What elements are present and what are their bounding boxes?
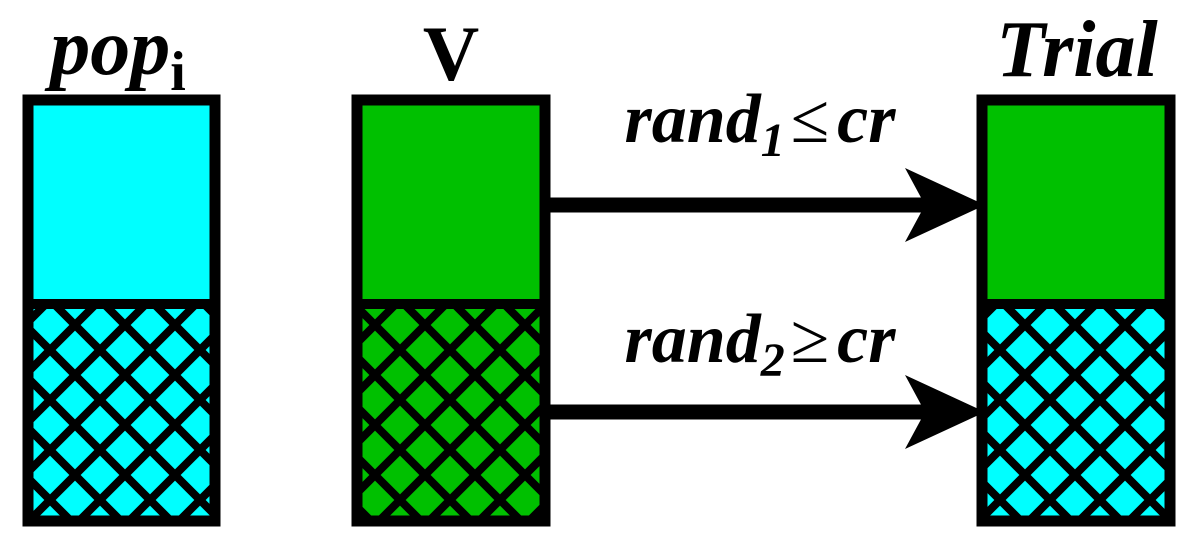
cond1-base: rand — [625, 81, 762, 158]
top-arrow — [550, 168, 985, 242]
pop-i-top-cell — [28, 100, 215, 302]
v-outline — [351, 94, 551, 527]
pop-i-label: popi — [44, 4, 186, 103]
pop-label-base: pop — [44, 4, 170, 92]
v-vector: V — [351, 10, 551, 527]
cond1-operator: ≤ — [791, 81, 829, 158]
top-arrow-head — [905, 168, 985, 242]
trial-label: Trial — [996, 6, 1158, 94]
bottom-arrow-head — [905, 375, 985, 449]
cond2-rhs: cr — [837, 301, 896, 378]
condition-1-label: rand1≤cr — [625, 81, 897, 167]
trial-top-cell — [982, 100, 1170, 302]
cond2-subscript: 2 — [760, 334, 785, 387]
trial-bottom-hatch — [982, 306, 1170, 521]
cond1-rhs: cr — [837, 81, 896, 158]
pop-i-bottom-hatch — [28, 306, 215, 521]
trial-outline — [976, 94, 1176, 527]
v-label: V — [423, 10, 479, 97]
condition-2-label: rand2≥cr — [625, 301, 897, 387]
v-top-cell — [357, 100, 545, 302]
bottom-arrow — [550, 375, 985, 449]
v-bottom-hatch — [357, 306, 545, 521]
pop-label-subscript: i — [170, 41, 186, 103]
pop-i-vector: popi — [22, 4, 221, 527]
cond2-base: rand — [625, 301, 762, 378]
pop-i-outline — [22, 94, 221, 527]
trial-vector: Trial — [976, 6, 1176, 527]
cond1-subscript: 1 — [761, 114, 785, 167]
cond2-operator: ≥ — [791, 301, 829, 378]
